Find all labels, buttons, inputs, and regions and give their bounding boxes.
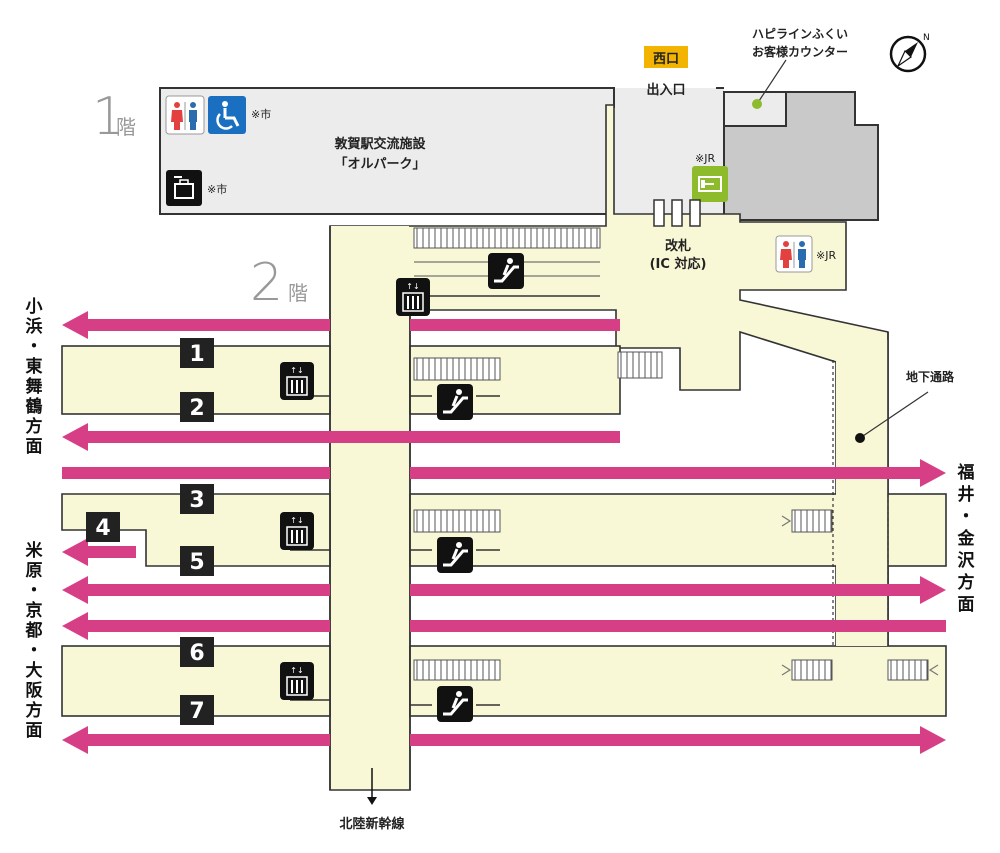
elevator-icon: ↑↓ — [280, 362, 314, 400]
svg-text:方: 方 — [26, 416, 43, 437]
svg-text:金: 金 — [957, 528, 976, 549]
svg-text:井: 井 — [958, 484, 975, 505]
svg-text:小: 小 — [26, 297, 43, 317]
svg-text:原: 原 — [26, 561, 43, 581]
coin-locker-icon — [166, 170, 202, 206]
platform-numbers: 1 2 3 4 5 6 7 — [86, 338, 214, 725]
floor-1-number: 1 — [92, 87, 125, 147]
train-direction-arrows — [62, 311, 946, 754]
svg-text:1: 1 — [189, 342, 204, 367]
svg-text:面: 面 — [26, 721, 43, 741]
svg-text:↑↓: ↑↓ — [290, 366, 303, 375]
svg-text:東: 東 — [26, 356, 43, 377]
floor-2-suffix: 階 — [288, 281, 308, 305]
svg-text:面: 面 — [26, 437, 43, 457]
svg-text:↑↓: ↑↓ — [290, 516, 303, 525]
escalators — [437, 253, 524, 722]
city-note: ※市 — [207, 182, 227, 196]
svg-text:・: ・ — [26, 641, 43, 661]
svg-text:・: ・ — [958, 507, 975, 527]
toilet-icon — [775, 235, 813, 273]
shinkansen-label: 北陸新幹線 — [339, 816, 405, 832]
svg-text:鶴: 鶴 — [26, 396, 43, 417]
platform-badge-1: 1 — [180, 338, 214, 368]
platform-badge-6: 6 — [180, 637, 214, 667]
svg-text:阪: 阪 — [26, 681, 43, 701]
platform-badge-2: 2 — [180, 392, 214, 422]
platform-badge-5: 5 — [180, 546, 214, 576]
direction-obama-maizuru: 小 浜 ・ 東 舞 鶴 方 面 — [26, 297, 43, 457]
svg-text:米: 米 — [26, 540, 44, 561]
elevator-icon: ↑↓ — [280, 512, 314, 550]
elevator-icon: ↑↓ — [396, 278, 430, 316]
floor-2-number: 2 — [250, 253, 283, 313]
svg-text:福: 福 — [957, 462, 975, 483]
platform-badge-7: 7 — [180, 695, 214, 725]
accessible-toilet-icon — [208, 96, 246, 134]
facility-subname: 「オルパーク」 — [334, 156, 425, 172]
escalator-icon — [437, 384, 473, 420]
west-exit-badge: 西口 — [644, 46, 688, 68]
svg-text:5: 5 — [189, 550, 204, 575]
floor-1-suffix: 階 — [116, 115, 136, 139]
underpass-marker — [855, 433, 865, 443]
escalator-icon — [488, 253, 524, 289]
facility-name: 敦賀駅交流施設 — [334, 136, 426, 152]
stairs — [413, 227, 939, 681]
city-note: ※市 — [251, 107, 271, 121]
elevator-icon: ↑↓ — [280, 662, 314, 700]
counter-marker — [752, 99, 762, 109]
svg-text:大: 大 — [26, 660, 43, 681]
svg-text:3: 3 — [189, 488, 204, 513]
direction-fukui-kanazawa: 福 井 ・ 金 沢 方 面 — [957, 462, 976, 615]
underpass-label: 地下通路 — [906, 369, 955, 384]
elevators: ↑↓ ↑↓ ↑↓ ↑↓ — [280, 278, 430, 700]
escalator-icon — [437, 537, 473, 573]
svg-text:面: 面 — [958, 595, 975, 615]
counter-label-line1: ハピラインふくい — [752, 27, 848, 41]
svg-text:2: 2 — [189, 396, 204, 421]
jr-note: ※JR — [816, 249, 836, 262]
floor-1-building — [159, 87, 879, 221]
platform-badge-3: 3 — [180, 484, 214, 514]
svg-text:浜: 浜 — [26, 317, 43, 337]
svg-text:方: 方 — [26, 700, 43, 721]
svg-text:西口: 西口 — [653, 52, 679, 67]
svg-text:N: N — [923, 33, 930, 43]
escalator-icon — [437, 686, 473, 722]
svg-text:・: ・ — [26, 337, 43, 357]
svg-text:6: 6 — [189, 641, 204, 666]
gate-label: 改札 — [665, 238, 691, 254]
compass-icon: N — [889, 33, 930, 73]
direction-maibara-osaka: 米 原 ・ 京 都 ・ 大 阪 方 面 — [25, 540, 44, 741]
counter-label-line2: お客様カウンター — [752, 44, 848, 59]
svg-text:7: 7 — [189, 699, 204, 724]
jr-note: ※JR — [695, 152, 715, 165]
svg-text:方: 方 — [958, 572, 975, 593]
ticket-gates — [653, 199, 701, 227]
svg-text:舞: 舞 — [26, 376, 43, 397]
svg-text:京: 京 — [26, 600, 43, 621]
svg-text:沢: 沢 — [958, 550, 976, 571]
toilet-icon — [165, 95, 205, 135]
svg-text:↑↓: ↑↓ — [406, 282, 419, 291]
svg-text:都: 都 — [25, 620, 43, 641]
svg-text:・: ・ — [26, 581, 43, 601]
svg-text:↑↓: ↑↓ — [290, 666, 303, 675]
ticket-machine-icon — [692, 166, 728, 202]
entrance-label: 出入口 — [646, 82, 685, 98]
gate-sublabel: (IC 対応) — [650, 256, 707, 272]
platform-badge-4: 4 — [86, 512, 120, 542]
svg-text:4: 4 — [95, 516, 110, 541]
